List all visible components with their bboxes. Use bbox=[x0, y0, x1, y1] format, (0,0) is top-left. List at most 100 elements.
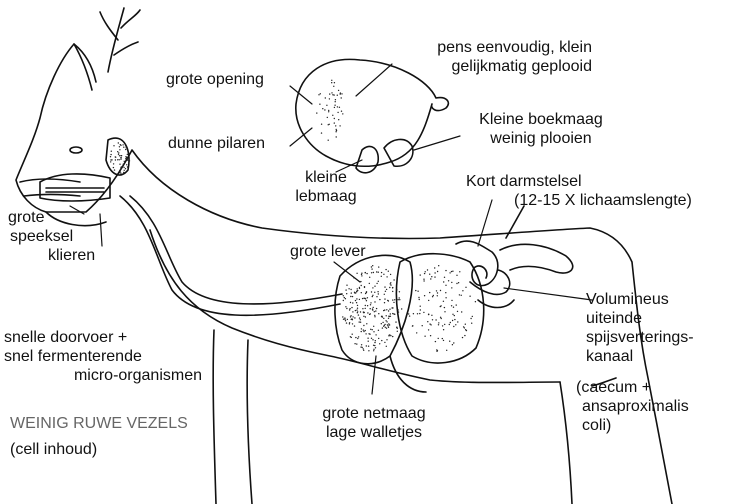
antler-tine bbox=[100, 12, 118, 40]
stipple-dot bbox=[358, 314, 359, 315]
stipple-dot bbox=[374, 315, 375, 316]
stipple-dot bbox=[345, 289, 346, 290]
stipple-dot bbox=[115, 159, 116, 160]
stipple-dot bbox=[393, 279, 394, 280]
stipple-dot bbox=[354, 343, 355, 344]
stipple-dot bbox=[120, 155, 121, 156]
stipple-dot bbox=[440, 317, 441, 318]
label-line: (12-15 X lichaamslengte) bbox=[514, 191, 692, 210]
stipple-dot bbox=[110, 159, 111, 160]
stipple-dot bbox=[371, 268, 372, 269]
stipple-dot bbox=[351, 292, 352, 293]
stipple-dot bbox=[416, 332, 417, 333]
stipple-dot bbox=[111, 151, 112, 152]
stipple-dot bbox=[360, 281, 361, 282]
eye bbox=[70, 147, 82, 153]
stipple-dot bbox=[363, 312, 364, 313]
stipple-dot bbox=[360, 319, 361, 320]
stipple-dot bbox=[328, 140, 329, 141]
stipple-dot bbox=[352, 334, 353, 335]
stipple-dot bbox=[373, 331, 374, 332]
stipple-dot bbox=[415, 290, 416, 291]
stipple-dot bbox=[360, 322, 361, 323]
stipple-dot bbox=[358, 336, 359, 337]
stipple-dot bbox=[386, 315, 387, 316]
label-line: Volumineus bbox=[586, 290, 694, 309]
stipple-dot bbox=[376, 296, 377, 297]
stipple-dot bbox=[375, 310, 376, 311]
stipple-dot bbox=[321, 124, 322, 125]
stipple-dot bbox=[123, 172, 124, 173]
stipple-dot bbox=[375, 347, 376, 348]
stipple-dot bbox=[334, 105, 335, 106]
stipple-dot bbox=[338, 90, 339, 91]
stipple-dot bbox=[432, 296, 433, 297]
stipple-dot bbox=[335, 131, 336, 132]
stipple-dot bbox=[445, 270, 446, 271]
stipple-dot bbox=[417, 313, 418, 314]
stipple-dot bbox=[388, 271, 389, 272]
stipple-dot bbox=[343, 295, 344, 296]
stipple-dot bbox=[345, 320, 346, 321]
stipple-dot bbox=[363, 348, 364, 349]
label-short-intestine: Kort darmstelsel (12-15 X lichaamslengte… bbox=[466, 172, 692, 210]
stipple-dot bbox=[117, 159, 118, 160]
stipple-dot bbox=[357, 290, 358, 291]
stipple-dot bbox=[452, 271, 453, 272]
label-omasum: Kleine boekmaag weinig plooien bbox=[456, 110, 626, 148]
label-line: kanaal bbox=[586, 347, 694, 366]
stipple-dot bbox=[452, 344, 453, 345]
stipple-dot bbox=[384, 294, 385, 295]
front-leg bbox=[247, 340, 252, 504]
stipple-dot bbox=[324, 109, 325, 110]
stipple-dot bbox=[423, 312, 424, 313]
stipple-dot bbox=[349, 309, 350, 310]
stipple-dot bbox=[445, 292, 446, 293]
stipple-dot bbox=[341, 111, 342, 112]
stipple-dot bbox=[423, 279, 424, 280]
stipple-dot bbox=[345, 306, 346, 307]
stipple-dot bbox=[375, 334, 376, 335]
stipple-dot bbox=[437, 271, 438, 272]
stipple-dot bbox=[450, 322, 451, 323]
stipple-dot bbox=[454, 319, 455, 320]
stipple-dot bbox=[371, 291, 372, 292]
stipple-dot bbox=[397, 309, 398, 310]
stipple-dot bbox=[319, 104, 320, 105]
stipple-dot bbox=[443, 281, 444, 282]
stipple-dot bbox=[440, 290, 441, 291]
stipple-dot bbox=[119, 155, 120, 156]
stipple-dot bbox=[376, 308, 377, 309]
stipple-dot bbox=[452, 314, 453, 315]
stipple-dot bbox=[341, 97, 342, 98]
stipple-dot bbox=[339, 107, 340, 108]
label-line: lage walletjes bbox=[296, 423, 452, 442]
stipple-dot bbox=[431, 315, 432, 316]
stipple-dot bbox=[386, 321, 387, 322]
stipple-dot bbox=[438, 324, 439, 325]
stipple-dot bbox=[475, 301, 476, 302]
stipple-dot bbox=[337, 95, 338, 96]
stipple-dot bbox=[398, 299, 399, 300]
stipple-dot bbox=[329, 93, 330, 94]
stipple-dot bbox=[367, 305, 368, 306]
stipple-dot bbox=[452, 320, 453, 321]
stipple-dot bbox=[453, 307, 454, 308]
label-large-liver: grote lever bbox=[290, 242, 366, 261]
stipple-dot bbox=[374, 311, 375, 312]
stipple-dot bbox=[387, 300, 388, 301]
stipple-dot bbox=[326, 105, 327, 106]
stipple-dot bbox=[386, 276, 387, 277]
stipple-dot bbox=[114, 169, 115, 170]
stipple-dot bbox=[444, 277, 445, 278]
stipple-dot bbox=[386, 309, 387, 310]
stipple-dot bbox=[381, 323, 382, 324]
stipple-dot bbox=[434, 272, 435, 273]
stipple-dot bbox=[347, 319, 348, 320]
stipple-dot bbox=[336, 129, 337, 130]
stipple-dot bbox=[420, 306, 421, 307]
stipple-dot bbox=[398, 311, 399, 312]
stipple-dot bbox=[356, 273, 357, 274]
stipple-dot bbox=[444, 324, 445, 325]
stipple-dot bbox=[435, 319, 436, 320]
